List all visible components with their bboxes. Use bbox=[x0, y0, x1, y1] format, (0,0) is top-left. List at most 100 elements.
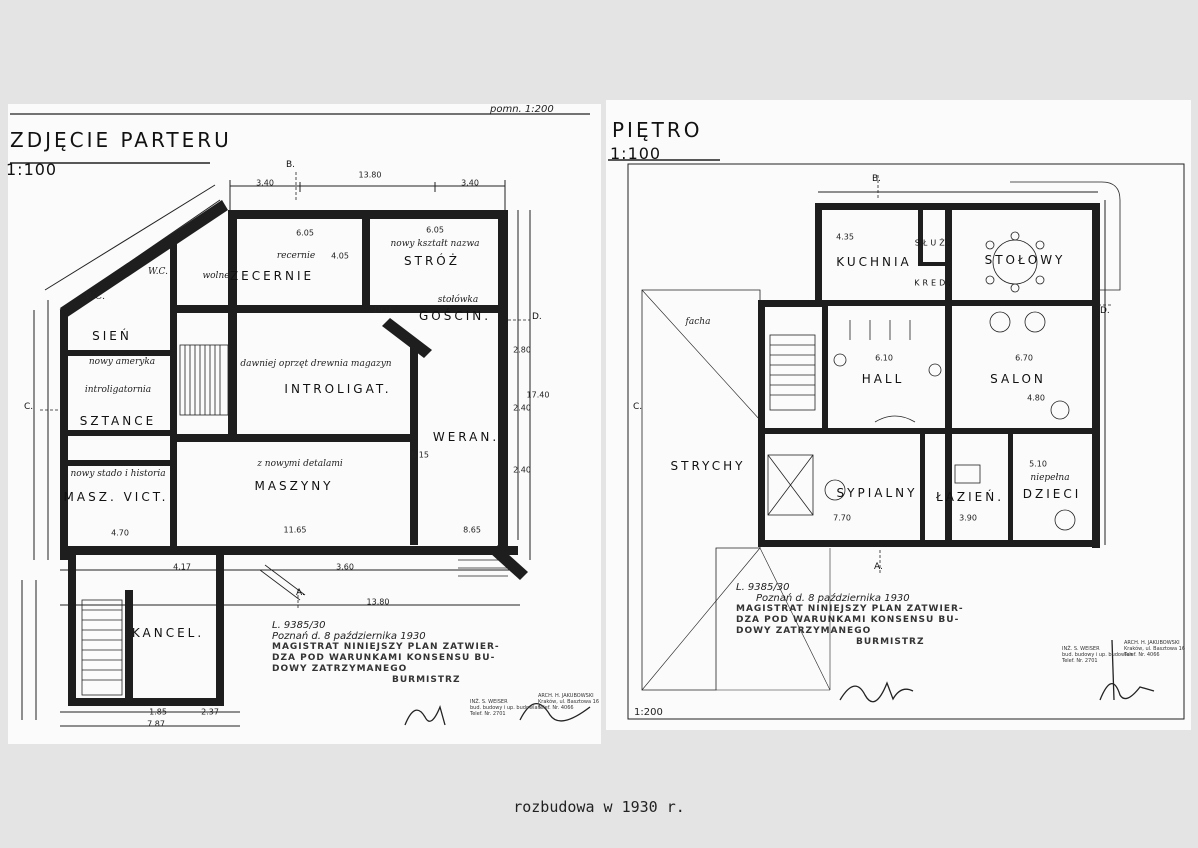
dim-uf-4: 4.80 bbox=[1027, 393, 1045, 403]
dim-gf-11: 3.60 bbox=[336, 562, 354, 572]
dim-uf-1: 4.35 bbox=[836, 232, 854, 242]
note-stroz: nowy kształt nazwa bbox=[390, 239, 480, 249]
room-masz-vict: MASZ. VICT. bbox=[63, 490, 169, 504]
dim-gf-4: 6.05 bbox=[296, 228, 314, 238]
note-sztance: introligatornia bbox=[84, 385, 152, 395]
note-sien: nowy ameryka bbox=[88, 357, 156, 367]
upper-engineer-stamp: INŻ. S. WEISER bud. budowy i up. budowla… bbox=[1062, 646, 1133, 664]
room-weran: WERAN. bbox=[432, 430, 500, 444]
dim-uf-3: 6.70 bbox=[1015, 353, 1033, 363]
room-maszyny: MASZYNY bbox=[254, 479, 334, 493]
stamp-number: L. 9385/30 bbox=[272, 620, 326, 631]
ground-floor-title: ZDJĘCIE PARTERU bbox=[10, 128, 232, 152]
upper-section-mark-d: D. bbox=[1100, 306, 1110, 316]
room-hall: HALL bbox=[861, 372, 905, 386]
note-zecernie: recernie bbox=[276, 251, 316, 261]
dim-gf-18: 2.40 bbox=[513, 465, 531, 475]
dim-gf-3: 3.40 bbox=[461, 178, 479, 188]
ground-floor-scale: 1:100 bbox=[6, 160, 58, 179]
upper-approval-stamp: L. 9385/30 Poznań d. 8 października 1930… bbox=[736, 582, 964, 648]
dim-gf-14: 2.37 bbox=[201, 707, 219, 717]
stamp-line-3: DOWY ZATRZYMANEGO bbox=[272, 664, 408, 674]
note-dzieci: niepełna bbox=[1030, 473, 1070, 483]
note-roof: facha bbox=[685, 317, 711, 327]
dim-gf-20: 6.15 bbox=[411, 450, 429, 460]
engineer-line: bud. budowy i up. budowlan bbox=[470, 705, 541, 711]
stamp-line-1: MAGISTRAT NINIEJSZY PLAN ZATWIER- bbox=[736, 604, 964, 614]
architect-phone: Telef. Nr. 4066 bbox=[1124, 652, 1160, 658]
stamp-line-3: DOWY ZATRZYMANEGO bbox=[736, 626, 872, 636]
room-introligat: INTROLIGAT. bbox=[284, 382, 392, 396]
room-kred: KRED. bbox=[914, 278, 954, 288]
dim-gf-17: 2.80 bbox=[513, 345, 531, 355]
dim-gf-7: 4.70 bbox=[111, 528, 129, 538]
dim-uf-7: 5.10 bbox=[1029, 459, 1047, 469]
dim-gf-10: 4.17 bbox=[173, 562, 191, 572]
ground-engineer-stamp: INŻ. S. WEISER bud. budowy i up. budowla… bbox=[470, 699, 541, 717]
room-stolowy: STOŁOWY bbox=[984, 253, 1066, 267]
architect-name: ARCH. H. JAKUBOWSKI bbox=[538, 693, 594, 699]
ground-approval-stamp: L. 9385/30 Poznań d. 8 października 1930… bbox=[272, 620, 500, 686]
engineer-line: bud. budowy i up. budowlan bbox=[1062, 652, 1133, 658]
architect-line: Kraków, ul. Basztowa 16 bbox=[538, 699, 600, 705]
engineer-phone: Telef. Nr. 2701 bbox=[470, 711, 506, 717]
note-masz-vict: nowy stado i historia bbox=[70, 469, 166, 479]
room-sztance: SZTANCE bbox=[79, 414, 157, 428]
ground-architect-stamp: ARCH. H. JAKUBOWSKI Kraków, ul. Basztowa… bbox=[538, 693, 599, 711]
dim-gf-9: 8.65 bbox=[463, 525, 481, 535]
upper-section-mark-b: B. bbox=[872, 174, 882, 184]
room-kancel: KANCEL. bbox=[131, 626, 205, 640]
architect-line: Kraków, ul. Basztowa 16 bbox=[1124, 646, 1186, 652]
upper-floor-corner-scale: 1:200 bbox=[634, 707, 663, 718]
stamp-line-1: MAGISTRAT NINIEJSZY PLAN ZATWIER- bbox=[272, 642, 500, 652]
dim-uf-5: 7.70 bbox=[833, 513, 851, 523]
upper-floor-title: PIĘTRO bbox=[612, 118, 703, 142]
room-dzieci: DZIECI bbox=[1022, 487, 1082, 501]
engineer-phone: Telef. Nr. 2701 bbox=[1062, 658, 1098, 664]
stamp-date: Poznań d. 8 października 1930 bbox=[272, 631, 426, 642]
room-sien: SIEŃ bbox=[92, 329, 132, 343]
note-goscin: stołówka bbox=[437, 295, 479, 305]
architect-name: ARCH. H. JAKUBOWSKI bbox=[1124, 640, 1180, 646]
stamp-line-4: BURMISTRZ bbox=[392, 675, 461, 685]
room-sypialny: SYPIALNY bbox=[836, 486, 918, 500]
upper-section-mark-a: A. bbox=[874, 562, 883, 572]
stamp-line-4: BURMISTRZ bbox=[856, 637, 925, 647]
room-lazien: ŁAZIEŃ. bbox=[935, 490, 1005, 504]
dim-uf-6: 3.90 bbox=[959, 513, 977, 523]
stamp-number: L. 9385/30 bbox=[736, 582, 790, 593]
upper-architect-stamp: ARCH. H. JAKUBOWSKI Kraków, ul. Basztowa… bbox=[1124, 640, 1185, 658]
room-stroz: STRÓŻ bbox=[404, 254, 460, 268]
section-mark-a: A. bbox=[296, 588, 305, 598]
section-mark-c: C. bbox=[24, 402, 34, 412]
note-maszyny: z nowymi detalami bbox=[257, 459, 343, 469]
stamp-line-2: DZA POD WARUNKAMI KONSENSU BU- bbox=[736, 615, 960, 625]
note-introligat: dawniej oprzęt drewnia magazyn bbox=[240, 359, 392, 369]
dim-gf-5: 6.05 bbox=[426, 225, 444, 235]
upper-floor-scale: 1:100 bbox=[610, 144, 662, 163]
note-dok: DOK bbox=[373, 306, 395, 316]
dim-gf-19: 17.40 bbox=[526, 390, 550, 400]
upper-section-mark-c: C. bbox=[633, 402, 643, 412]
note-zecernie-wolne: wolne bbox=[202, 271, 230, 281]
ground-floor-corner-scale: pomn. 1:200 bbox=[490, 104, 554, 115]
room-kuchnia: KUCHNIA bbox=[836, 255, 912, 269]
stamp-line-2: DZA POD WARUNKAMI KONSENSU BU- bbox=[272, 653, 496, 663]
section-mark-b: B. bbox=[286, 160, 296, 170]
room-zecernie: ZECERNIE bbox=[229, 269, 315, 283]
section-mark-d: D. bbox=[532, 312, 542, 322]
engineer-name: INŻ. S. WEISER bbox=[1062, 646, 1100, 652]
dim-gf-2: 13.80 bbox=[358, 170, 382, 180]
room-strychy: STRYCHY bbox=[670, 459, 746, 473]
document-caption: rozbudowa w 1930 r. bbox=[513, 798, 685, 816]
dim-uf-2: 6.10 bbox=[875, 353, 893, 363]
architect-phone: Telef. Nr. 4066 bbox=[538, 705, 574, 711]
room-goscin: GOŚCIN. bbox=[418, 309, 492, 323]
dim-gf-12: 13.80 bbox=[366, 597, 390, 607]
room-wc-1: W.C. bbox=[85, 292, 105, 302]
dim-gf-8: 11.65 bbox=[283, 525, 307, 535]
dim-gf-13: 7.87 bbox=[147, 719, 165, 729]
room-sluz: SŁUŻ. bbox=[914, 238, 954, 248]
room-wc-2: W.C. bbox=[148, 267, 168, 277]
